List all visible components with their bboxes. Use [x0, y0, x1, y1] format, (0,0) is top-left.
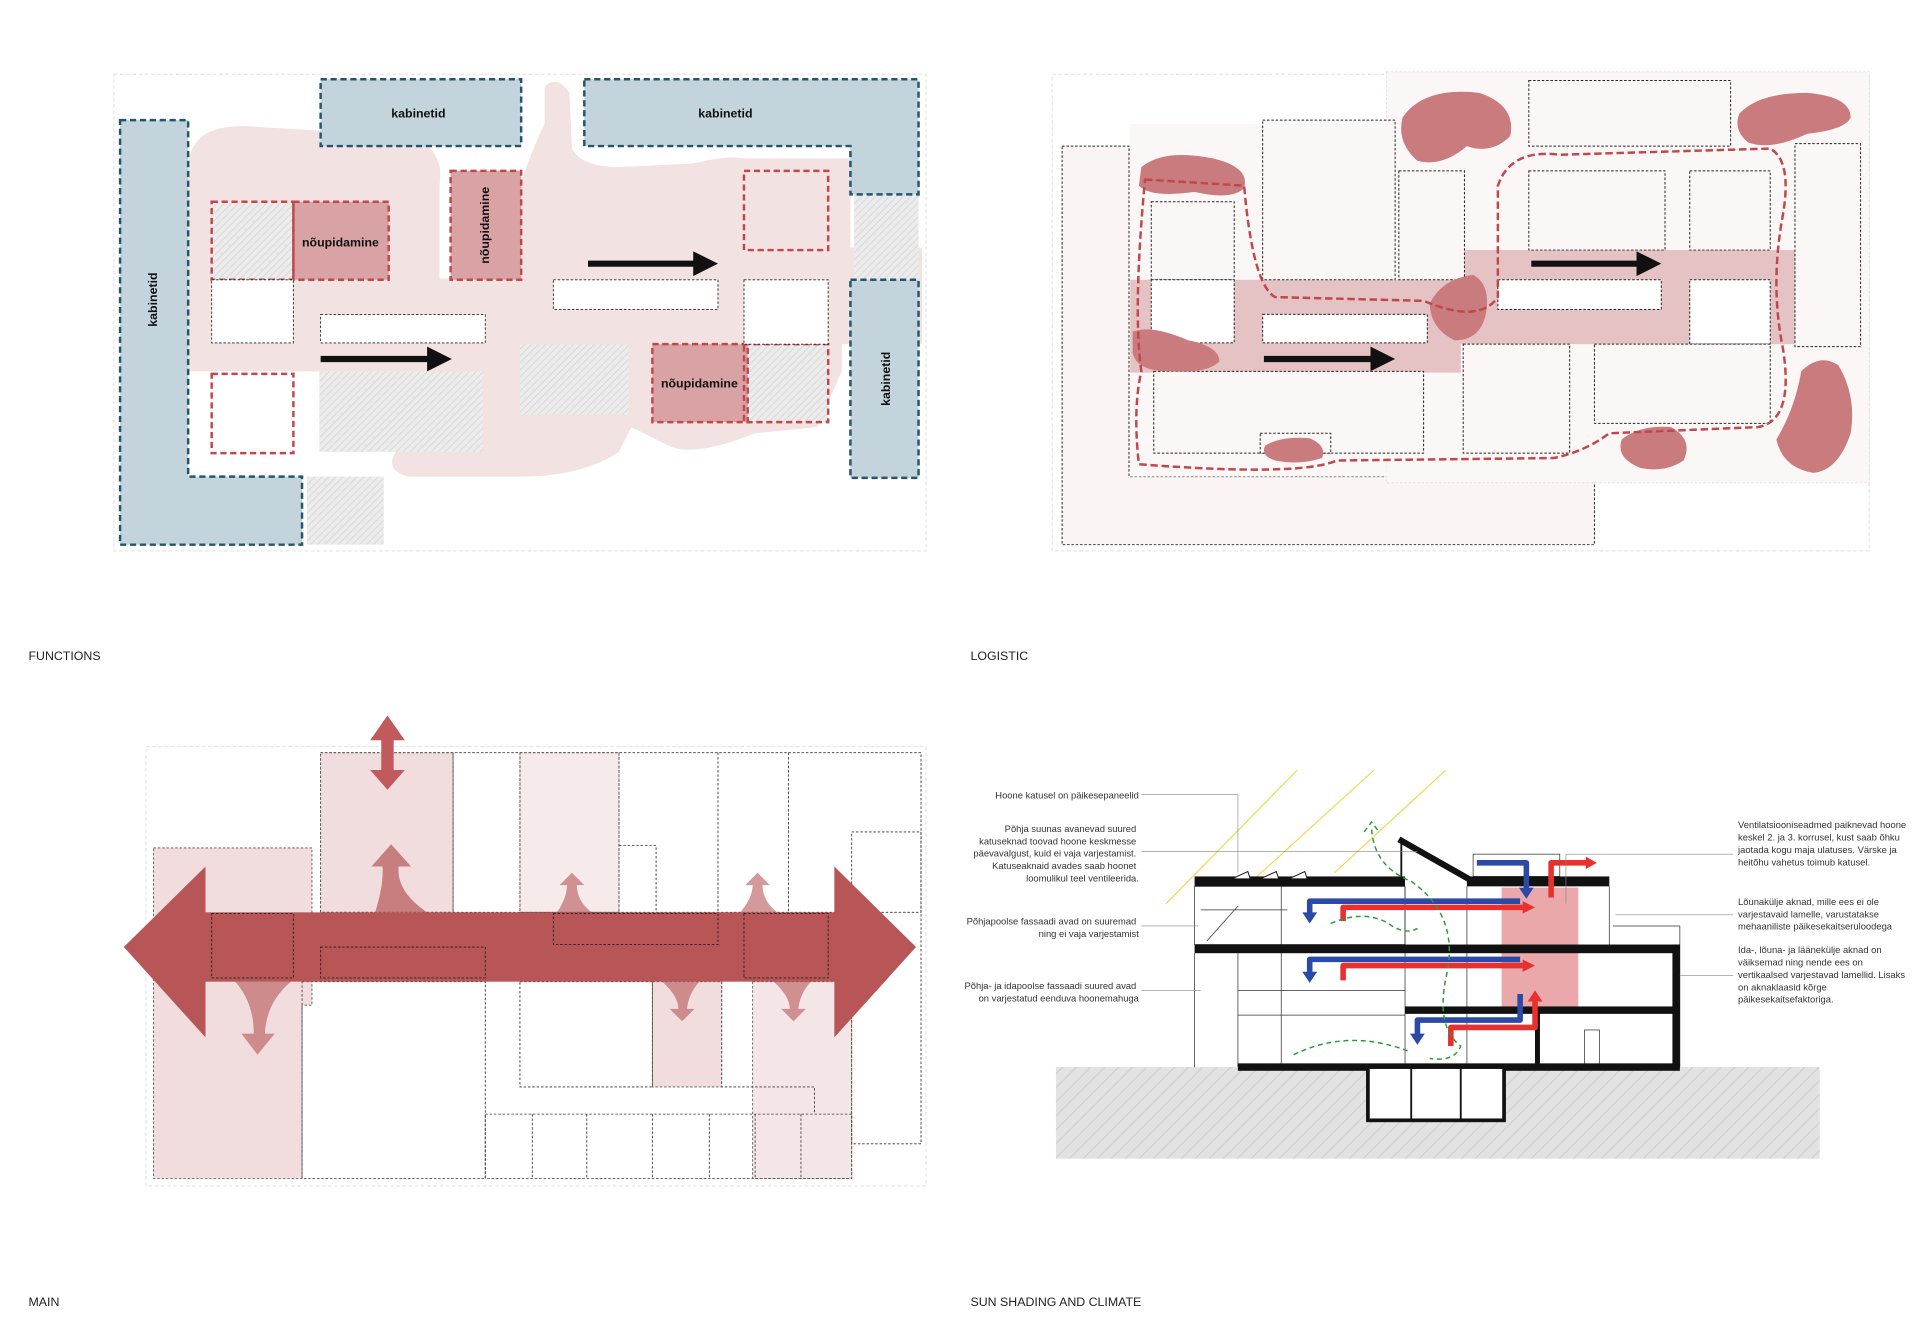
main-diagram [123, 715, 927, 1187]
main-axis-arrow [123, 715, 917, 1055]
natural-ventilation [1293, 820, 1462, 1060]
logistic-diagram [1051, 71, 1870, 552]
branch-arrow-icon [371, 844, 428, 913]
meeting-rooms [210, 169, 830, 455]
note-roof-windows: Põhja suunas avanevad suured katuseknad … [973, 823, 1138, 884]
caption-climate: SUN SHADING AND CLIMATE [971, 1295, 1142, 1309]
label-kabinetid-top-right: kabinetid [698, 107, 752, 121]
label-kabinetid-top: kabinetid [391, 107, 445, 121]
label-noupidamine-3: nõupidamine [661, 376, 738, 390]
label-kabinetid-right: kabinetid [879, 352, 893, 406]
note-south-windows: Lõunakülje aknad, mille ees ei ole varje… [1738, 896, 1893, 932]
site-boundary [113, 73, 927, 552]
note-north-facade: Põhjapoolse fassaadi avad on suuremad ni… [967, 916, 1140, 939]
office-block-left [118, 118, 304, 546]
label-noupidamine-1: nõupidamine [302, 235, 379, 249]
meeting-room-3 [651, 342, 749, 424]
meeting-room-1 [292, 200, 390, 282]
gathering-spots [1132, 91, 1853, 473]
arrow-right-icon [834, 866, 917, 1038]
rooms [1150, 79, 1862, 454]
note-north-east-facade: Põhja- ja idapoolse fassaadi suured avad… [965, 980, 1140, 1003]
circulation-loop [1135, 147, 1787, 471]
air-arrowheads [1302, 856, 1597, 1045]
meeting-room-2 [449, 169, 523, 282]
climate-section: Hoone katusel on päikesepaneelid Põhja s… [965, 769, 1909, 1159]
office-blocks [118, 77, 920, 546]
warm-air-arrow [1548, 860, 1588, 898]
note-ventilation: Ventilatsiooniseadmed paiknevad hoone ke… [1737, 819, 1909, 867]
sun-rays [1165, 769, 1447, 905]
open-spaces [211, 279, 829, 345]
caption-functions: FUNCTIONS [28, 649, 100, 663]
movement-arrows [320, 251, 718, 372]
logistic-arrows [1263, 251, 1662, 372]
arrow-left-icon [123, 866, 206, 1038]
cold-air-arrow [1476, 860, 1530, 889]
label-kabinetid-left: kabinetid [146, 272, 160, 326]
note-lamellas: Ida-, lõuna- ja läänekülje aknad on väik… [1738, 944, 1908, 1005]
label-noupidamine-2: nõupidamine [478, 187, 492, 264]
arrow-up-down-icon [370, 715, 405, 790]
caption-main: MAIN [28, 1295, 59, 1309]
office-block-top [319, 77, 523, 148]
hatched-areas [211, 194, 919, 545]
functions-diagram: kabinetid kabinetid kabinetid kabinetid … [113, 73, 927, 552]
note-solar-panels: Hoone katusel on päikesepaneelid [995, 789, 1139, 800]
caption-logistic: LOGISTIC [971, 649, 1029, 663]
office-block-right [849, 278, 920, 480]
basement [1366, 1065, 1506, 1123]
